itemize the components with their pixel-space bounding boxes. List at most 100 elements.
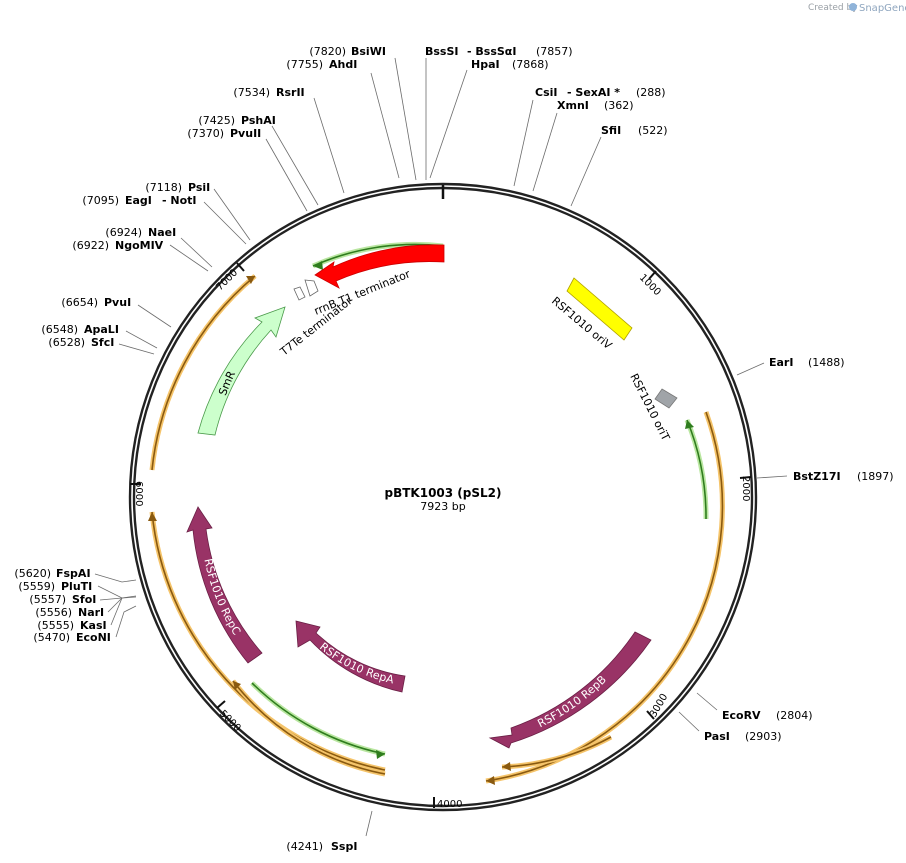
- feature-smr[interactable]: [197, 306, 286, 436]
- site-csii[interactable]: CsiI - SexAI * (288): [535, 86, 666, 99]
- leader-pasi: [678, 711, 700, 732]
- leader-eagi: [203, 201, 247, 245]
- site-pos-pshai: (7425): [198, 114, 235, 127]
- site-xmni[interactable]: XmnI (362): [557, 99, 634, 112]
- backbone: [128, 182, 758, 812]
- site-name-sfoi: SfoI: [72, 593, 96, 606]
- snapgene-logo-icon: [849, 3, 857, 11]
- site-eari[interactable]: EarI (1488): [769, 356, 845, 369]
- site-sspi[interactable]: (4241) SspI: [286, 840, 357, 853]
- site-sfci[interactable]: (6528) SfcI: [48, 336, 114, 349]
- site-apali[interactable]: (6548) ApaLI: [41, 323, 119, 336]
- backbone-outer-strand: [128, 182, 758, 812]
- site-ngomiv[interactable]: (6922) NgoMIV: [72, 239, 163, 252]
- leader-xmni: [532, 112, 558, 192]
- site-pshai[interactable]: (7425) PshAI: [198, 114, 275, 127]
- site-sfoi[interactable]: (5557) SfoI: [29, 593, 96, 606]
- site-pos-ecorv: (2804): [776, 709, 813, 722]
- site-sfii[interactable]: SfiI (522): [601, 124, 668, 137]
- site-naei[interactable]: (6924) NaeI: [105, 226, 176, 239]
- site-ecorv[interactable]: EcoRV (2804): [722, 709, 813, 722]
- feature-label-orit: RSF1010 oriT: [627, 371, 672, 443]
- site-fspai[interactable]: (5620) FspAI: [14, 567, 90, 580]
- site-name-sexai: - SexAI *: [567, 86, 620, 99]
- site-pos-pvuii: (7370): [187, 127, 224, 140]
- feature-rsf1010-repc[interactable]: [186, 506, 263, 664]
- site-nari[interactable]: (5556) NarI: [35, 606, 104, 619]
- site-bsiwi[interactable]: (7820) BsiWI: [309, 45, 386, 58]
- leader-rsrii: [313, 97, 345, 194]
- site-bstz17i[interactable]: BstZ17I (1897): [793, 470, 894, 483]
- site-ahdi[interactable]: (7755) AhdI: [286, 58, 357, 71]
- leader-pshai: [271, 125, 319, 206]
- site-pos-hpai: (7868): [512, 58, 549, 71]
- site-name-kasi: KasI: [80, 619, 107, 632]
- site-name-ahdi: AhdI: [329, 58, 357, 71]
- feature-rsf1010-oriv[interactable]: [566, 277, 633, 341]
- site-rsrii[interactable]: (7534) RsrII: [233, 86, 304, 99]
- feature-t7te-terminator[interactable]: [293, 286, 306, 301]
- site-name-hpai: HpaI: [471, 58, 500, 71]
- leader-apali: [125, 330, 158, 349]
- orf-arc-right-arrowhead: [486, 776, 495, 785]
- restriction-sites: (7820) BsiWI (7755) AhdI BssSI - BssSαI …: [14, 45, 893, 853]
- site-pos-sfci: (6528): [48, 336, 85, 349]
- feature-rsf1010-repb[interactable]: [488, 631, 652, 749]
- site-bsssi[interactable]: BssSI - BssSαI (7857): [425, 45, 573, 58]
- tick-7000: [236, 262, 245, 272]
- site-pos-psii: (7118): [145, 181, 182, 194]
- site-pos-econi: (5470): [33, 631, 70, 644]
- tick-label-6000: 6000: [133, 481, 144, 506]
- leader-sfci: [118, 343, 155, 355]
- leader-ecorv: [696, 692, 718, 711]
- site-name-csii: CsiI: [535, 86, 557, 99]
- leader-fspai: [94, 573, 137, 583]
- site-econi[interactable]: (5470) EcoNI: [33, 631, 110, 644]
- site-name-eari: EarI: [769, 356, 793, 369]
- site-name-pluti: PluTI: [61, 580, 92, 593]
- orf-arc-left-lower: [151, 511, 386, 771]
- orf-green-left: [251, 682, 386, 755]
- feature-rrnb-terminator[interactable]: [304, 279, 319, 297]
- leader-econi: [115, 605, 137, 638]
- site-pos-eagi: (7095): [82, 194, 119, 207]
- site-name-bstz17i: BstZ17I: [793, 470, 841, 483]
- leader-naei: [180, 237, 213, 268]
- credit-brand: SnapGene: [859, 3, 906, 14]
- site-pos-sfii: (522): [638, 124, 668, 137]
- site-pos-kasi: (5555): [37, 619, 74, 632]
- site-leader-lines: [94, 57, 788, 837]
- site-pvuii[interactable]: (7370) PvuII: [187, 127, 261, 140]
- site-name-naei: NaeI: [148, 226, 176, 239]
- feature-rsf1010-repa[interactable]: [295, 620, 406, 693]
- site-name-apali: ApaLI: [84, 323, 119, 336]
- credit-prefix: Created by: [808, 3, 858, 13]
- site-name-pshai: PshAI: [241, 114, 276, 127]
- leader-hpai: [429, 69, 468, 179]
- site-name-sfii: SfiI: [601, 124, 621, 137]
- site-pos-sexai: (288): [636, 86, 666, 99]
- orf-arc-left-lower-arrowhead: [148, 512, 157, 521]
- leader-ngomiv: [169, 244, 209, 272]
- site-name-sspi: SspI: [331, 840, 357, 853]
- feature-mrfp1[interactable]: [314, 244, 445, 289]
- feature-rsf1010-orit[interactable]: [654, 388, 678, 409]
- site-pvui[interactable]: (6654) PvuI: [61, 296, 131, 309]
- leader-pvuii: [265, 138, 308, 212]
- site-eagi[interactable]: (7095) EagI - NotI: [82, 194, 196, 207]
- site-pos-bsssai: (7857): [536, 45, 573, 58]
- leader-bstz17i: [756, 475, 788, 479]
- site-hpai[interactable]: HpaI (7868): [471, 58, 549, 71]
- tick-label-2000: 2000: [740, 476, 751, 501]
- orf-green-right-halo: [684, 419, 709, 520]
- site-pasi[interactable]: PasI (2903): [704, 730, 782, 743]
- site-kasi[interactable]: (5555) KasI: [37, 619, 106, 632]
- orf-green-right-arrowhead: [685, 420, 694, 429]
- site-name-noti: - NotI: [162, 194, 197, 207]
- site-name-bsiwi: BsiWI: [351, 45, 386, 58]
- tick-5000: [216, 700, 226, 709]
- site-pos-bsiwi: (7820): [309, 45, 346, 58]
- site-psii[interactable]: (7118) PsiI: [145, 181, 210, 194]
- site-pluti[interactable]: (5559) PluTI: [18, 580, 92, 593]
- site-name-pasi: PasI: [704, 730, 730, 743]
